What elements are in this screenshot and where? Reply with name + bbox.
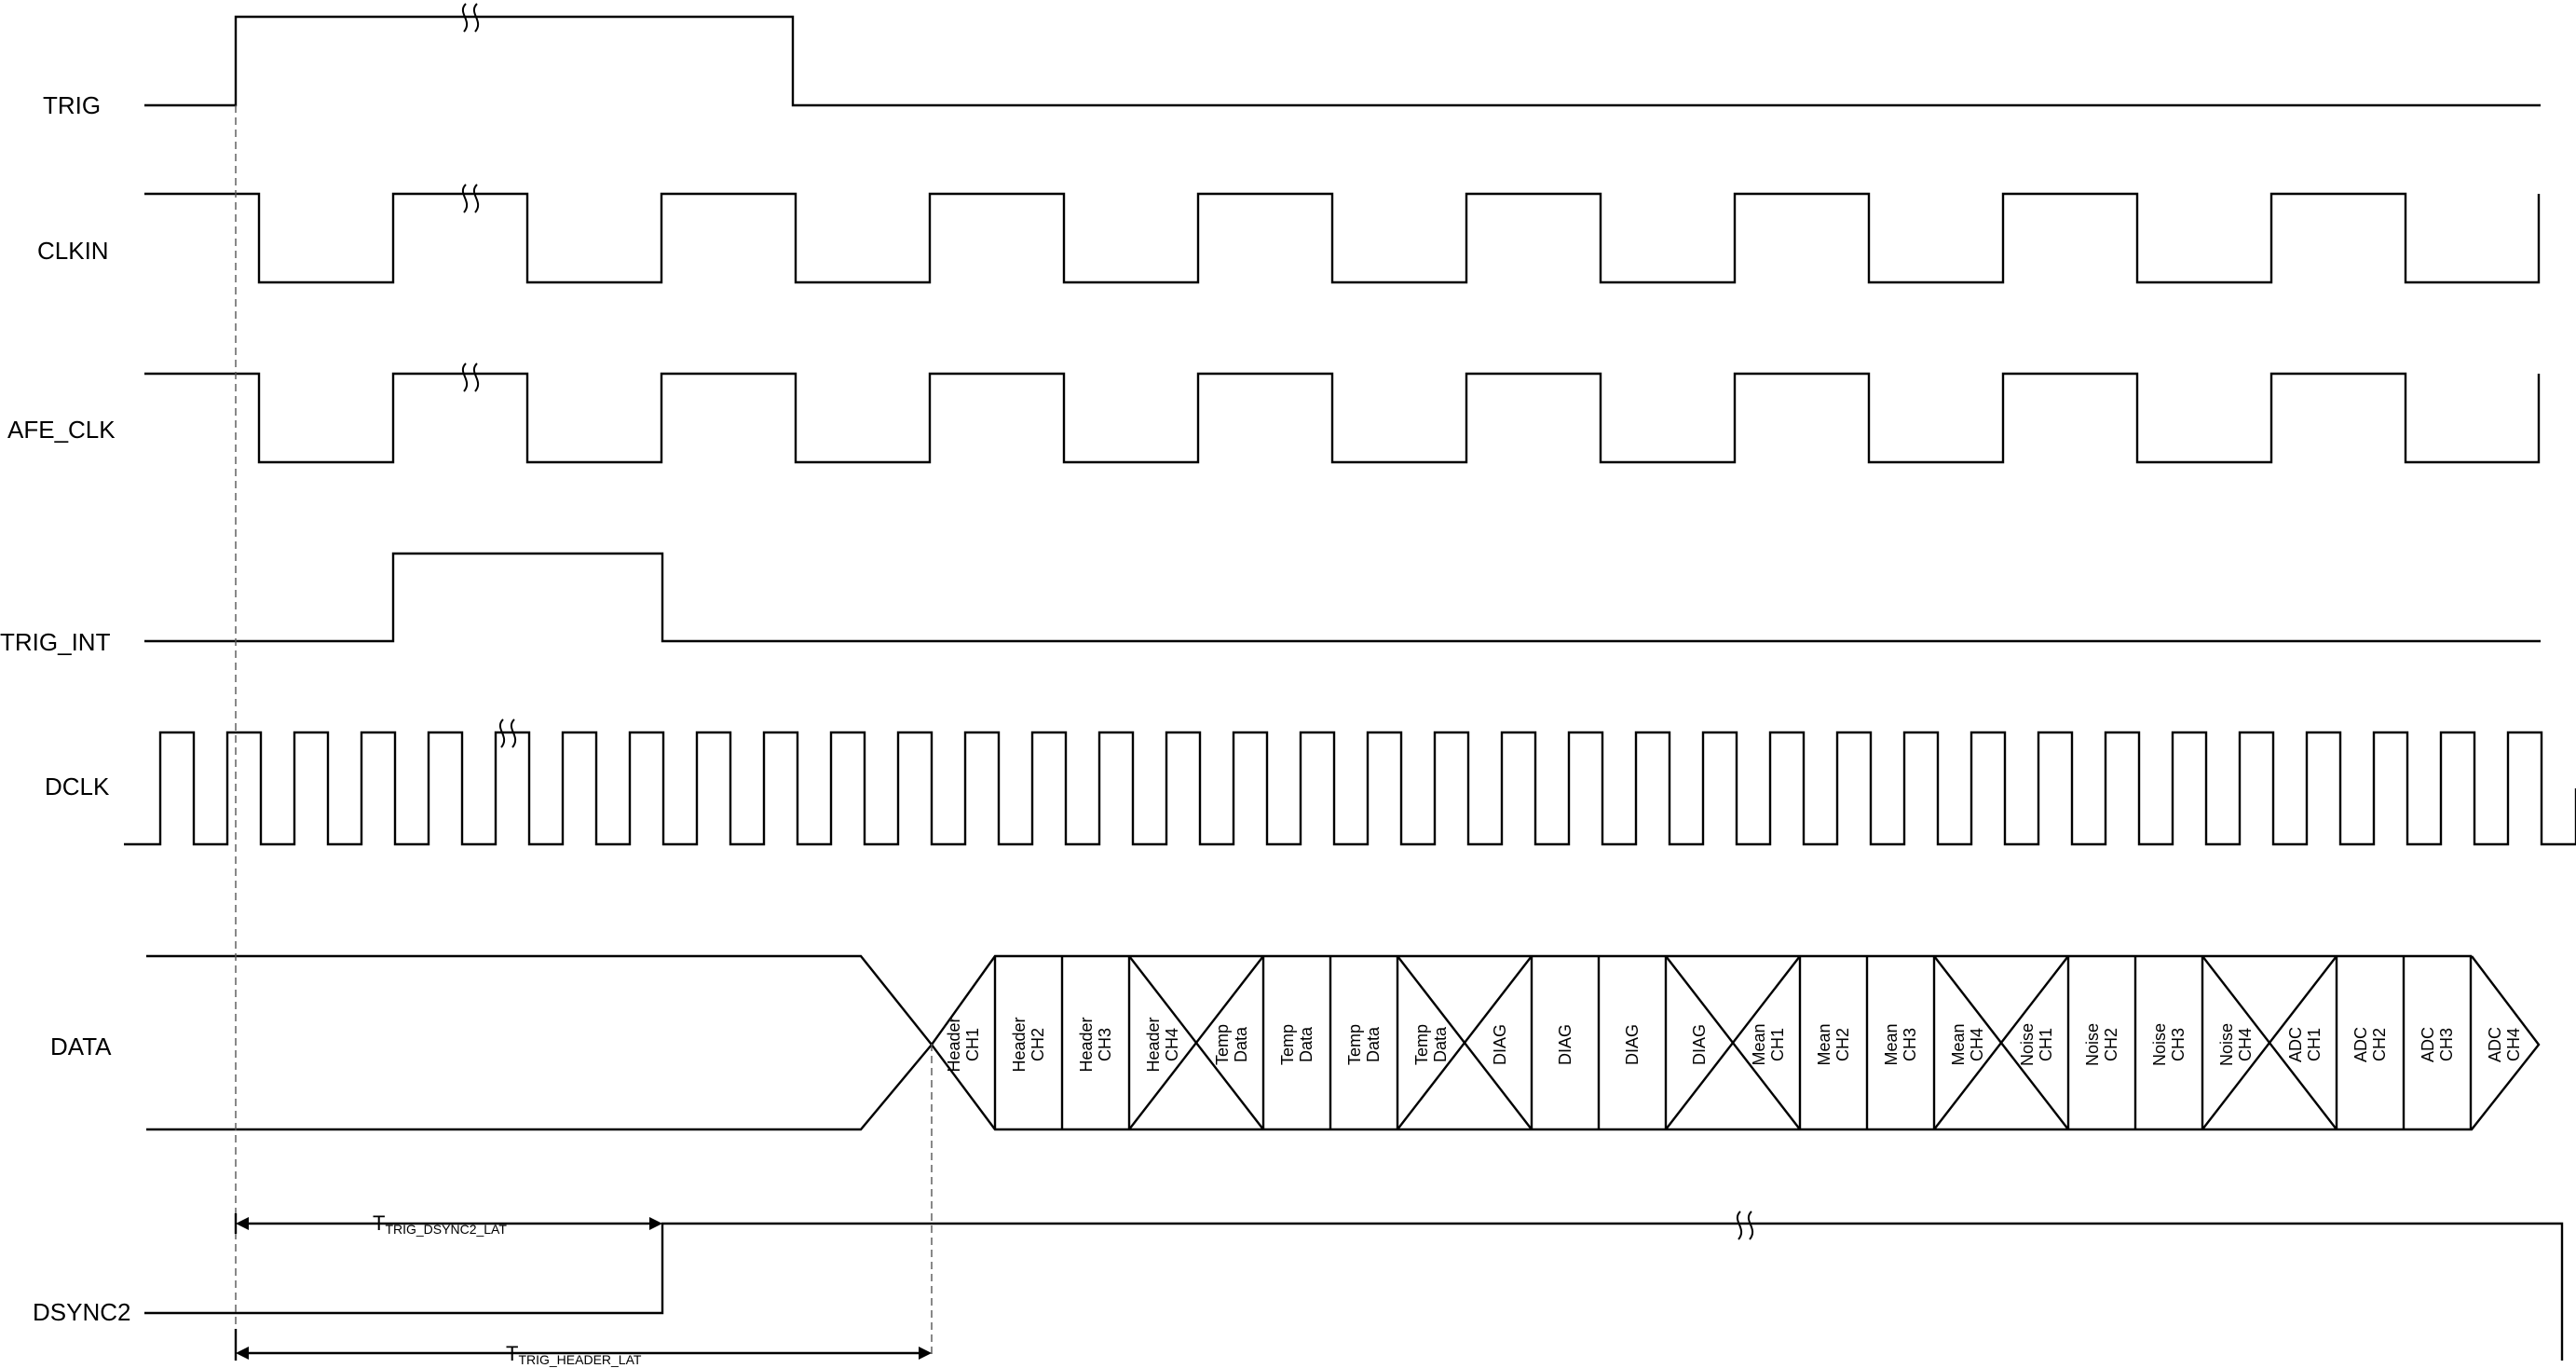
data-cell-label: ADCCH1 — [2286, 1027, 2324, 1062]
data-transition — [1397, 955, 1533, 1130]
data-cell-label: NoiseCH2 — [2083, 1023, 2120, 1066]
data-cell-label: ADCCH2 — [2351, 1027, 2389, 1062]
data-cell-label: TempData — [1278, 1024, 1315, 1065]
timing-arrow-trig-header: TTRIG_HEADER_LAT — [234, 1329, 932, 1367]
data-transition — [2201, 955, 2337, 1130]
data-cell-label: DIAG — [1623, 1024, 1642, 1065]
waveform-clkin — [144, 192, 2541, 284]
data-cell-label: ADCCH3 — [2419, 1027, 2456, 1062]
data-cell-label: HeaderCH2 — [1010, 1017, 1047, 1072]
data-cell-label: NoiseCH1 — [2018, 1023, 2055, 1066]
break-marker — [1736, 1211, 1754, 1240]
data-cell-label: DIAG — [1556, 1024, 1574, 1065]
break-marker — [498, 718, 517, 748]
data-cell-label: DIAG — [1690, 1024, 1709, 1065]
signal-label-dsync2: DSYNC2 — [33, 1298, 130, 1326]
data-cell-label: MeanCH3 — [1882, 1023, 1919, 1065]
data-cell-label: TempData — [1345, 1024, 1383, 1065]
waveform-dclk — [124, 731, 2576, 846]
signal-label-dclk: DCLK — [45, 773, 110, 800]
data-cell-label: TempData — [1213, 1024, 1250, 1065]
break-marker — [461, 184, 480, 213]
signal-label-clkin: CLKIN — [37, 237, 109, 265]
data-bus-cells: HeaderCH1 HeaderCH2 HeaderCH3 HeaderCH4 Temp… — [945, 955, 2523, 1130]
timing-arrow-trig-dsync2: TTRIG_DSYNC2_LAT — [234, 1211, 662, 1237]
data-transition — [1665, 955, 1801, 1130]
data-transition — [1128, 955, 1264, 1130]
signal-label-trig-int: TRIG_INT — [0, 628, 111, 656]
data-cell-label: HeaderCH4 — [1144, 1017, 1181, 1072]
data-cell-label: MeanCH4 — [1949, 1023, 1986, 1065]
signal-label-data: DATA — [50, 1033, 112, 1060]
waveform-trig — [144, 15, 2541, 107]
break-marker — [461, 363, 480, 392]
data-cell-label: NoiseCH3 — [2150, 1023, 2188, 1066]
waveform-trig-int — [144, 552, 2541, 643]
signal-label-trig: TRIG — [43, 91, 101, 119]
waveform-afe-clk — [144, 372, 2541, 464]
signal-label-afe-clk: AFE_CLK — [7, 416, 116, 444]
break-marker — [461, 3, 480, 33]
data-transition — [1933, 955, 2069, 1130]
data-cell-label: HeaderCH1 — [945, 1017, 982, 1072]
data-cell-label: NoiseCH4 — [2217, 1023, 2255, 1066]
data-cell-label: TempData — [1412, 1024, 1450, 1065]
timing-label-trig-dsync2: TTRIG_DSYNC2_LAT — [373, 1211, 507, 1237]
timing-label-trig-header: TTRIG_HEADER_LAT — [506, 1342, 642, 1367]
data-cell-label: ADCCH4 — [2486, 1027, 2523, 1062]
data-cell-label: MeanCH2 — [1815, 1023, 1852, 1065]
waveform-dsync2 — [144, 1222, 2564, 1361]
data-cell-label: MeanCH1 — [1750, 1023, 1787, 1065]
data-cell-label: DIAG — [1491, 1024, 1509, 1065]
data-cell-label: HeaderCH3 — [1077, 1017, 1114, 1072]
